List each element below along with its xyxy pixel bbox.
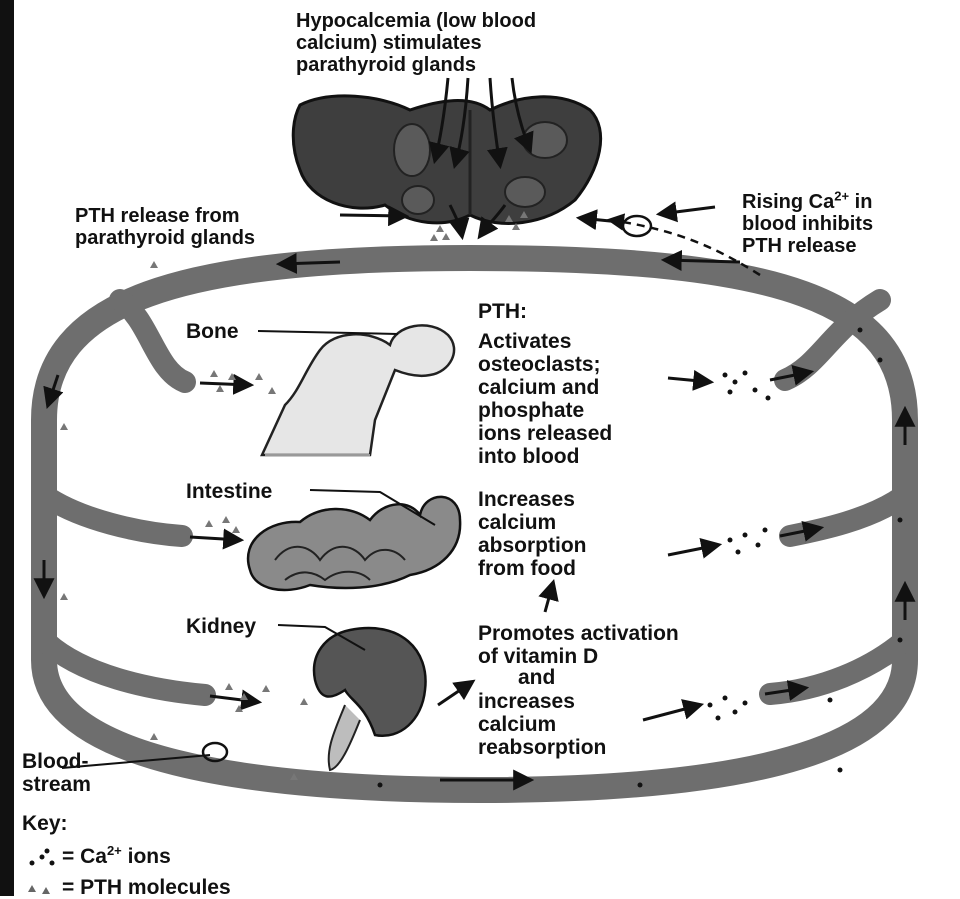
key-pth-molecules-icon	[28, 885, 50, 894]
intestine-label: Intestine	[186, 480, 272, 503]
bone-effect-text: Activates osteoclasts; calcium and phosp…	[478, 330, 678, 468]
vessel-cross-section-icon	[623, 216, 651, 236]
kidney-effect-and: and	[518, 666, 555, 689]
key-ca-ions-icon	[30, 849, 55, 866]
kidney-effect-text-1: Promotes activation of vitamin D	[478, 622, 778, 668]
diagram-title: Hypocalcemia (low blood calcium) stimula…	[296, 10, 596, 76]
bloodstream-vessel	[44, 258, 905, 790]
key-ca-ions-text: = Ca2+ ions	[62, 845, 171, 868]
key-heading: Key:	[22, 812, 68, 835]
intestine-effect-text: Increases calcium absorption from food	[478, 488, 678, 580]
kidney-effect-text-2: increases calcium reabsorption	[478, 690, 678, 759]
rising-ca-label: Rising Ca2+ in blood inhibits PTH releas…	[742, 191, 952, 257]
kidney-label: Kidney	[186, 615, 256, 638]
bloodstream-label: Blood- stream	[22, 750, 91, 796]
intestine-icon	[248, 497, 460, 590]
bone-icon	[262, 325, 454, 455]
pth-release-label: PTH release from parathyroid glands	[75, 205, 345, 249]
kidney-icon	[314, 628, 425, 770]
bone-label: Bone	[186, 320, 239, 343]
pth-heading: PTH:	[478, 300, 527, 323]
